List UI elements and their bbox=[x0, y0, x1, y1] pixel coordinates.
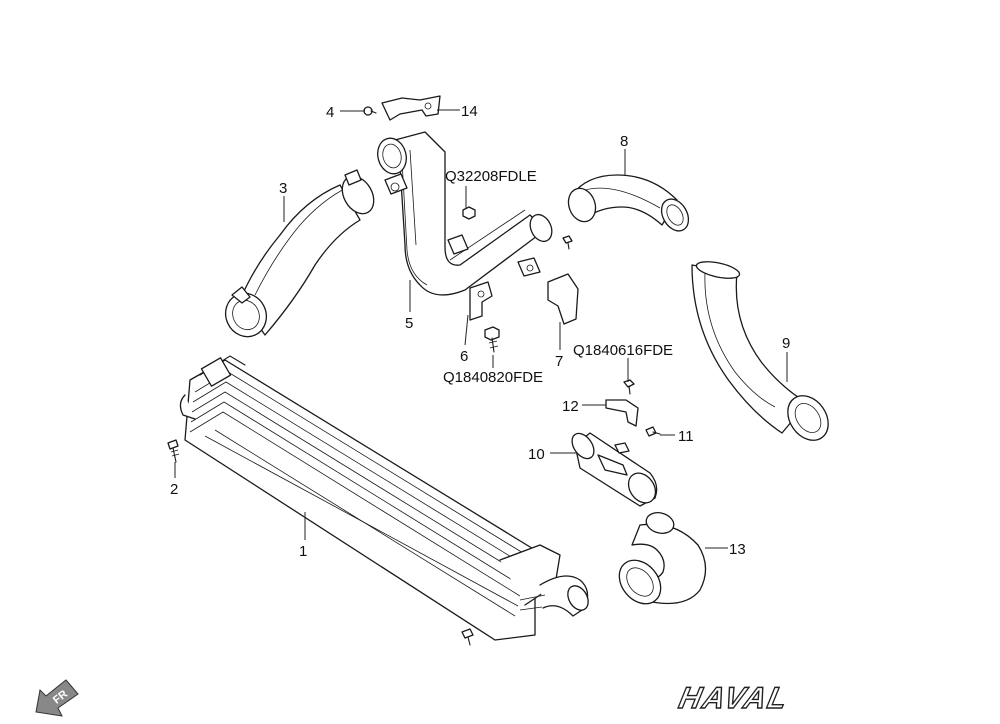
bracket-part-6 bbox=[469, 281, 493, 321]
leader-lines bbox=[174, 109, 788, 549]
hose-part-9 bbox=[691, 261, 829, 441]
label-14: 14 bbox=[461, 103, 478, 120]
callout-labels: 1 2 3 4 5 6 7 8 9 10 11 12 13 14 Q32208F… bbox=[170, 103, 790, 560]
intercooler-part-1 bbox=[179, 355, 589, 641]
label-q1840820fde: Q1840820FDE bbox=[443, 369, 543, 386]
bolt-q1840616 bbox=[623, 379, 635, 395]
haval-logo: HAVAL bbox=[675, 682, 792, 716]
label-13: 13 bbox=[729, 541, 746, 558]
label-7: 7 bbox=[555, 353, 563, 370]
label-4: 4 bbox=[326, 104, 334, 121]
label-2: 2 bbox=[170, 481, 178, 498]
label-6: 6 bbox=[460, 348, 468, 365]
bolt-part-11 bbox=[645, 426, 661, 437]
hose-part-8 bbox=[567, 174, 690, 232]
bolt-q1840820 bbox=[484, 326, 500, 353]
front-direction-arrow-icon: FR bbox=[35, 679, 79, 717]
label-11: 11 bbox=[678, 428, 694, 445]
label-q1840616fde: Q1840616FDE bbox=[573, 342, 673, 359]
label-12: 12 bbox=[562, 398, 579, 415]
screw-part-4 bbox=[363, 106, 377, 116]
bolt-part-2 bbox=[167, 439, 180, 463]
label-10: 10 bbox=[528, 446, 545, 463]
label-1: 1 bbox=[299, 543, 307, 560]
label-3: 3 bbox=[279, 180, 287, 197]
hose-part-3 bbox=[224, 169, 375, 338]
bracket-part-7 bbox=[547, 273, 579, 325]
bolt-bottom bbox=[461, 628, 474, 646]
pipe-part-10 bbox=[571, 432, 658, 507]
bracket-part-12 bbox=[605, 399, 639, 427]
label-q32208fdle: Q32208FDLE bbox=[445, 168, 537, 185]
nut-q32208 bbox=[462, 206, 476, 220]
brand-logo-text: HAVAL bbox=[676, 682, 792, 715]
label-8: 8 bbox=[620, 133, 628, 150]
bracket-part-14 bbox=[381, 95, 441, 121]
hose-part-13 bbox=[618, 512, 707, 605]
label-9: 9 bbox=[782, 335, 790, 352]
pipe-part-5 bbox=[377, 131, 553, 296]
label-5: 5 bbox=[405, 315, 413, 332]
bolt-near-7 bbox=[562, 235, 573, 250]
